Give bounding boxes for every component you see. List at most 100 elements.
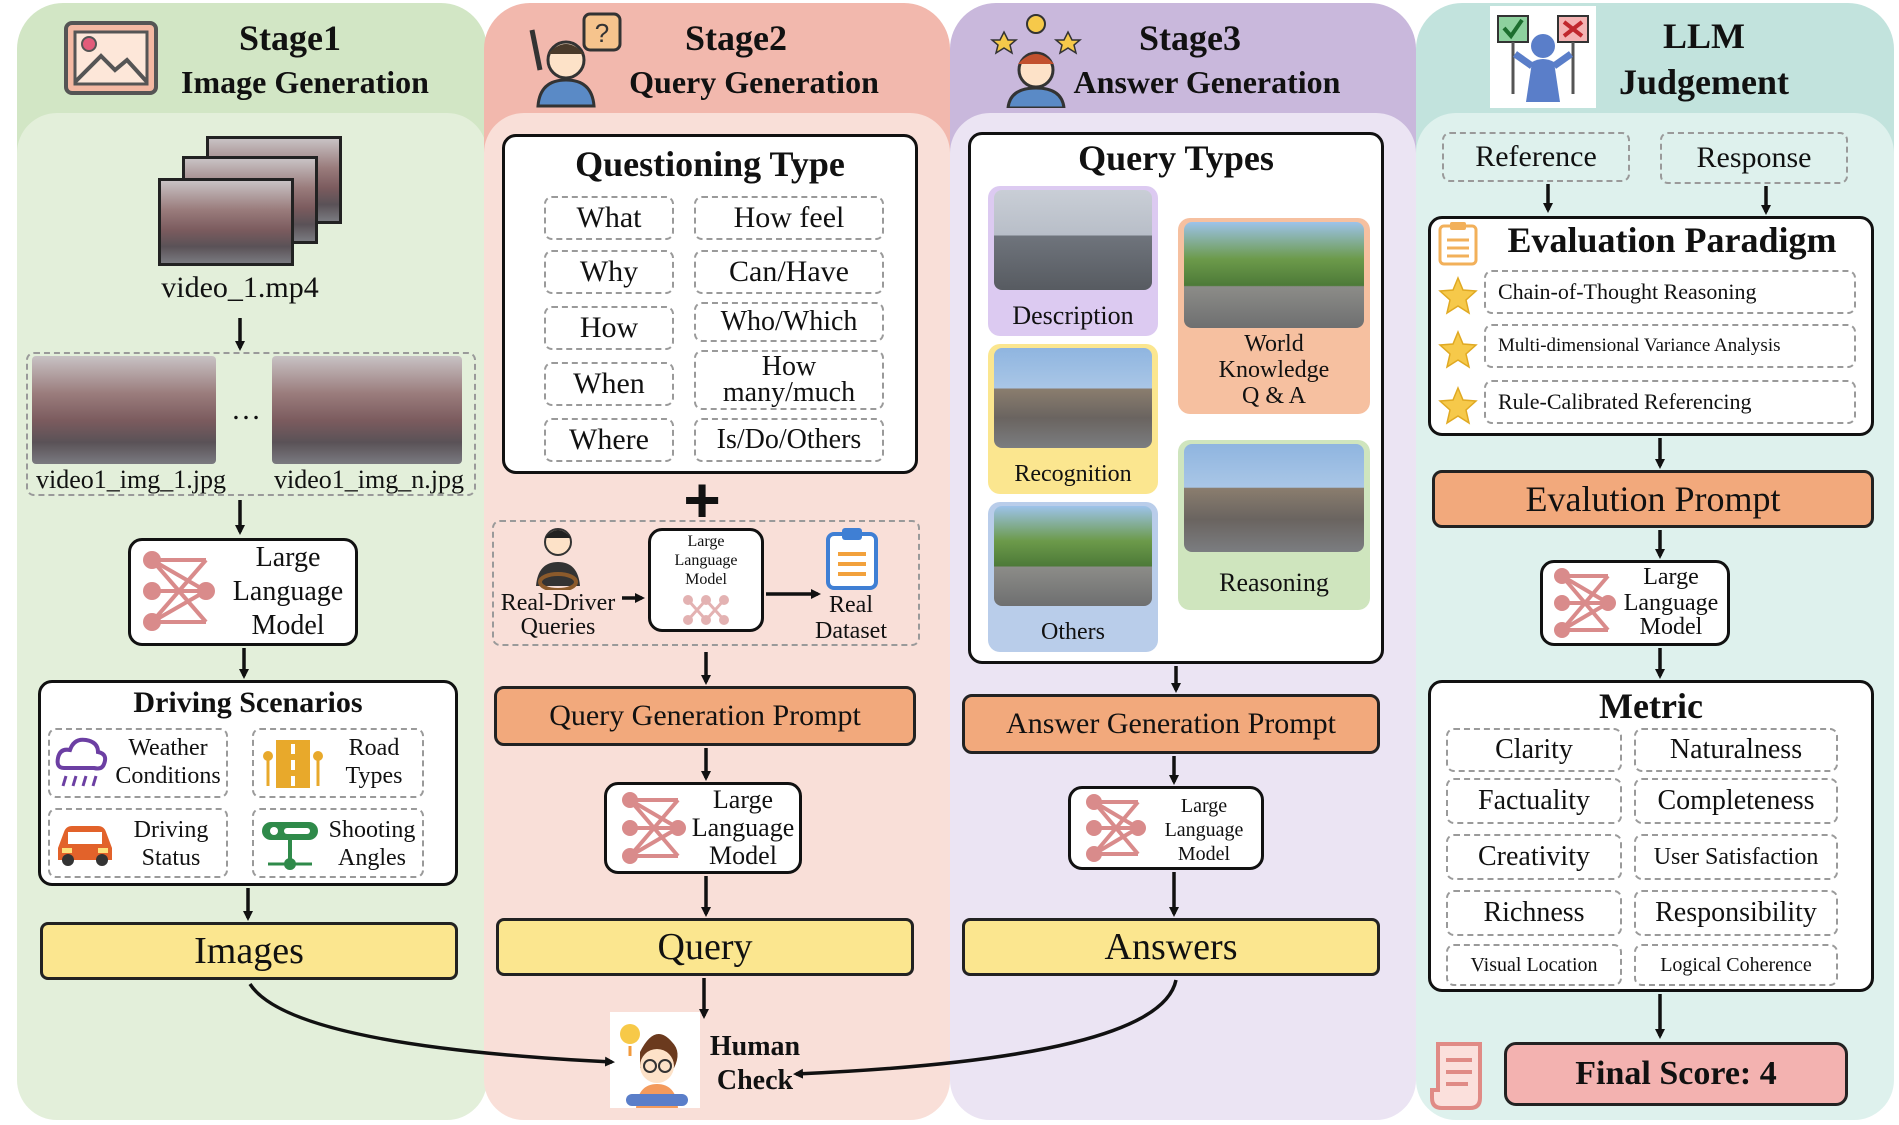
idea-person-icon — [990, 10, 1082, 108]
neural-net-icon-2 — [620, 790, 690, 866]
type-others-label: Others — [1041, 618, 1105, 645]
metric-richness: Richness — [1446, 890, 1622, 936]
stage3-title: Stage3 — [1139, 18, 1241, 58]
others-photo — [994, 506, 1152, 606]
qtype-can-have: Can/Have — [694, 250, 884, 294]
scenario-road-line-1: Road — [348, 734, 400, 761]
stage3-subtitle: Answer Generation — [1073, 64, 1341, 100]
camera-angle-icon — [258, 816, 322, 872]
query-sources-group — [492, 520, 920, 646]
metric-factuality: Factuality — [1446, 778, 1622, 824]
answer-generation-prompt: Answer Generation Prompt — [962, 694, 1380, 754]
stage2-title: Stage2 — [685, 18, 787, 58]
stage3-llm-line-3: Model — [1177, 842, 1231, 865]
video-frame-front — [158, 178, 294, 266]
image-icon — [63, 20, 159, 96]
frame-n-thumbnail — [272, 356, 462, 464]
svg-text:?: ? — [595, 18, 609, 48]
qtype-how: How — [544, 306, 674, 350]
stage4-llm-line-2: Language — [1623, 589, 1719, 616]
star-icon-3 — [1438, 386, 1478, 426]
metric-user-satisfaction: User Satisfaction — [1634, 834, 1838, 880]
scenario-road-line-2: Types — [345, 762, 403, 789]
questioning-type-title: Questioning Type — [575, 144, 845, 184]
qtype-how-feel: How feel — [694, 196, 884, 240]
description-photo — [994, 190, 1152, 290]
stage2-small-llm-box — [648, 528, 764, 632]
query-types-title: Query Types — [1078, 138, 1274, 178]
human-check-line-2: Check — [716, 1065, 794, 1096]
small-llm-line-3: Model — [685, 571, 727, 588]
frame-1-thumbnail — [32, 356, 216, 464]
driver-line-2: Queries — [520, 613, 596, 640]
scenario-shooting-angles — [252, 808, 424, 878]
evaluation-prompt: Evalution Prompt — [1432, 470, 1874, 528]
recognition-photo — [994, 348, 1152, 448]
stage4-llm-line-1: Large — [1643, 563, 1699, 590]
evaluation-paradigm-title: Evaluation Paradigm — [1507, 220, 1837, 260]
metric-naturalness: Naturalness — [1634, 728, 1838, 772]
paradigm-item-2: Multi-dimensional Variance Analysis — [1484, 324, 1856, 368]
images-output-label: Images — [194, 930, 304, 972]
stage2-llm-line-2: Language — [691, 813, 795, 842]
query-output: Query — [496, 918, 914, 976]
images-output: Images — [40, 922, 458, 980]
scenario-driving-line-2: Status — [141, 844, 201, 871]
reference-box: Reference — [1442, 132, 1630, 182]
type-world-knowledge-label: World Knowledge Q & A — [1218, 331, 1330, 409]
stage4-subtitle: Judgement — [1619, 62, 1789, 102]
reasoning-photo — [1184, 444, 1364, 552]
final-score: Final Score: 4 — [1504, 1042, 1848, 1106]
stage1-title: Stage1 — [239, 18, 341, 58]
scenario-weather-line-1: Weather — [128, 734, 208, 761]
llm-line-3: Model — [251, 610, 325, 641]
stage1-subtitle: Image Generation — [181, 64, 429, 100]
type-recognition-label: Recognition — [1014, 460, 1132, 487]
neural-net-icon-4 — [1552, 566, 1618, 640]
small-neural-net-icon — [680, 592, 732, 628]
metric-visual-location: Visual Location — [1446, 944, 1622, 986]
paradigm-item-1: Chain-of-Thought Reasoning — [1484, 270, 1856, 314]
type-description-label: Description — [1012, 301, 1134, 330]
frames-ellipsis: … — [231, 393, 261, 426]
star-icon-1 — [1438, 276, 1478, 316]
type-reasoning-label: Reasoning — [1219, 568, 1329, 597]
qtype-who-which: Who/Which — [694, 302, 884, 342]
llm-line-2: Language — [232, 576, 344, 607]
video-file-label: video_1.mp4 — [161, 271, 319, 304]
world-knowledge-photo — [1184, 222, 1364, 328]
driver-icon — [530, 524, 586, 590]
scenario-shooting-line-1: Shooting — [328, 816, 416, 843]
qtype-is-do-others: Is/Do/Others — [694, 418, 884, 462]
plus-sign: + — [683, 464, 721, 536]
metric-title: Metric — [1599, 686, 1703, 726]
response-box: Response — [1660, 132, 1848, 184]
human-check-avatar — [610, 1012, 700, 1108]
scenario-driving-status — [48, 808, 228, 878]
clipboard-icon — [824, 526, 880, 590]
evaluation-paradigm-box — [1428, 216, 1874, 436]
stage4-title: LLM — [1662, 16, 1745, 56]
answers-output-label: Answers — [1104, 926, 1238, 968]
query-generation-prompt: Query Generation Prompt — [494, 686, 916, 746]
stage2-subtitle: Query Generation — [629, 64, 879, 100]
qtype-how-many: How many/much — [694, 350, 884, 410]
stage4-llm-line-3: Model — [1639, 613, 1703, 640]
stage2-llm-line-3: Model — [709, 841, 777, 870]
frames-group — [26, 352, 476, 496]
scenario-weather-line-2: Conditions — [115, 762, 221, 789]
metric-clarity: Clarity — [1446, 728, 1622, 772]
answers-output: Answers — [962, 918, 1380, 976]
car-icon — [54, 818, 116, 868]
neural-net-icon — [140, 548, 220, 634]
human-check-line-1: Human — [709, 1031, 801, 1062]
stage3-llm-line-1: Large — [1180, 794, 1228, 817]
scenario-road — [252, 728, 424, 798]
metric-creativity: Creativity — [1446, 834, 1622, 880]
driving-scenarios-title: Driving Scenarios — [133, 686, 363, 719]
frame-1-label: video1_img_1.jpg — [36, 465, 226, 494]
scenario-driving-line-1: Driving — [133, 816, 209, 843]
questioning-type-box — [502, 134, 918, 474]
small-llm-line-2: Language — [674, 552, 738, 569]
dataset-line-2: Dataset — [815, 617, 887, 644]
